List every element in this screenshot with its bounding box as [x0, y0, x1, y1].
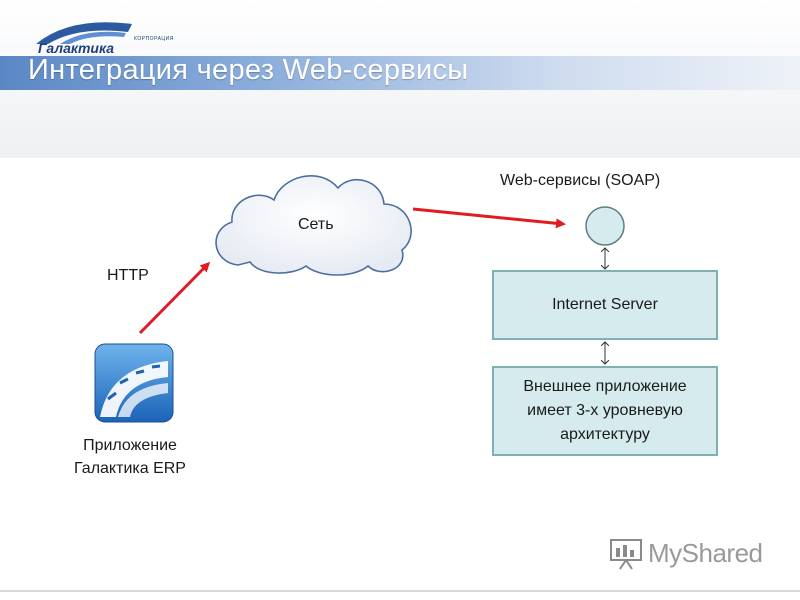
http-arrow [138, 261, 211, 335]
network-cloud-icon [215, 175, 412, 276]
presentation-board-icon [610, 539, 642, 570]
soap-label: Web-сервисы (SOAP) [500, 172, 661, 189]
footer-divider [0, 590, 800, 592]
title-bar [0, 56, 800, 90]
logo-small-text: КОРПОРАЦИЯ [134, 36, 174, 42]
cloud-label: Сеть [298, 216, 334, 233]
internet-server-label: Internet Server [552, 296, 658, 313]
slide-title: Интеграция через Web-сервисы [28, 54, 469, 86]
watermark-text: MyShared [648, 538, 763, 568]
watermark: MyShared [608, 536, 768, 572]
external-app-box: Внешнее приложение имеет 3-х уровневую а… [492, 366, 718, 456]
company-logo: КОРПОРАЦИЯ Галактика [30, 14, 173, 56]
galaktika-erp-app-icon [94, 343, 174, 423]
soap-arrow [412, 207, 566, 229]
external-app-line-1: Внешнее приложение [523, 378, 687, 395]
erp-caption: Приложение Галактика ERP [40, 434, 220, 480]
external-app-line-2: имеет 3-х уровневую [527, 402, 683, 419]
internet-server-box: Internet Server [492, 270, 718, 340]
logo-arc-icon [36, 22, 132, 44]
erp-caption-line-2: Галактика ERP [74, 460, 186, 477]
http-label: HTTP [107, 267, 149, 284]
web-service-endpoint [585, 206, 625, 246]
logo-name: Галактика [38, 40, 115, 56]
erp-caption-line-1: Приложение [83, 437, 177, 454]
external-app-line-3: архитектуру [560, 426, 650, 443]
